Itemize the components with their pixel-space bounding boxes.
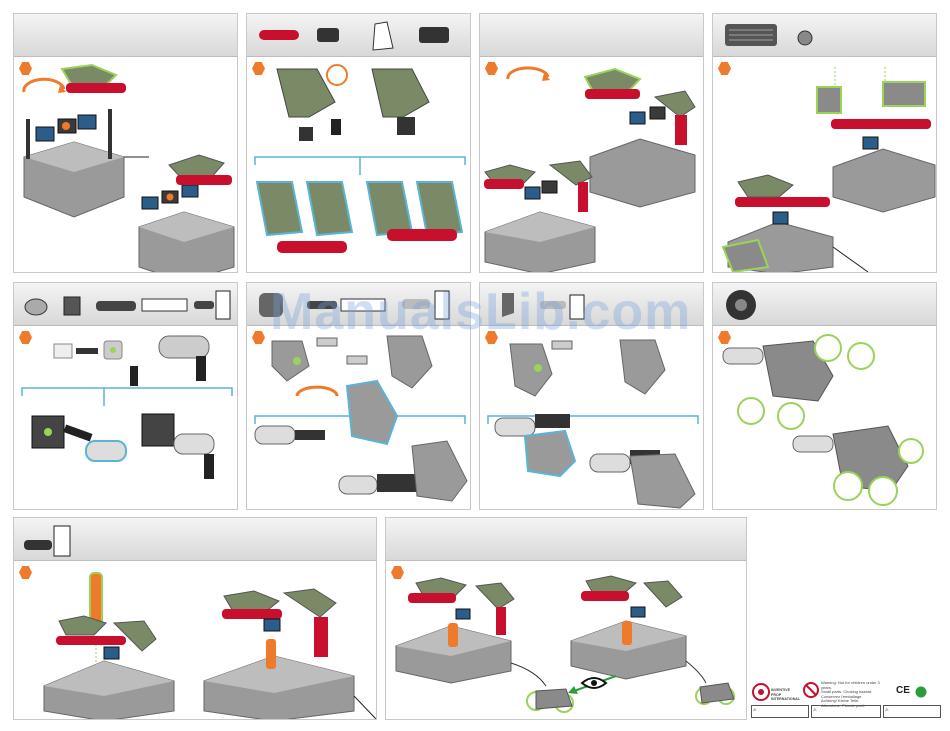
pin-part-icon (24, 540, 52, 550)
red-beam-part-icon (259, 30, 299, 40)
age-warning-icon (803, 682, 819, 698)
step-illustration (386, 561, 746, 719)
parts-header (713, 283, 936, 326)
parts-header (247, 14, 470, 57)
parts-header (713, 14, 936, 57)
step-illustration (14, 326, 237, 509)
brand-logo-icon (751, 682, 771, 702)
parts-header (386, 518, 746, 561)
screw-part-icon (798, 31, 812, 45)
legal-block: INVENTIVE PROP INTERNATIONAL Warning: No… (751, 680, 941, 720)
parts-header (14, 14, 237, 57)
watermark-text: ManualsLib.com (270, 282, 691, 342)
parts-header (14, 518, 376, 561)
parts-header (14, 283, 237, 326)
block-part-icon (419, 27, 449, 43)
step-illustration (14, 561, 376, 719)
step-panel-4 (712, 13, 937, 273)
parts-header (480, 14, 703, 57)
rotate-arrow-icon (297, 387, 337, 396)
step-illustration (247, 57, 470, 272)
panel-part-icon (373, 22, 393, 50)
recycle-icon (915, 686, 927, 698)
step-illustration (247, 326, 470, 509)
quantity-bracket-icon (216, 291, 230, 319)
info-box-2: ⚠ (811, 705, 881, 718)
rotate-arrow-icon (24, 79, 64, 92)
step-panel-10 (385, 517, 747, 720)
step-panel-9 (13, 517, 377, 720)
step-panel-5 (13, 282, 238, 510)
ce-mark: CE (896, 685, 910, 696)
info-box-1: ⚠ (751, 705, 809, 718)
step-panel-3 (479, 13, 704, 273)
cube-part-icon (64, 297, 80, 315)
link-part-icon (25, 299, 47, 315)
ruler-icon (142, 299, 187, 311)
step-illustration (713, 326, 936, 509)
step-panel-2 (246, 13, 471, 273)
info-box-3: ⚠ (883, 705, 941, 718)
quantity-bracket-icon (54, 526, 70, 556)
assembly-diagram (14, 57, 238, 273)
step-panel-1 (13, 13, 238, 273)
connector-part-icon (317, 28, 339, 42)
step-illustration (713, 57, 936, 272)
step-panel-8 (712, 282, 937, 510)
rotate-arrow-icon (508, 68, 548, 79)
crescent-icon (929, 686, 941, 698)
step-illustration (480, 326, 703, 509)
detail-callout-icon (327, 65, 347, 85)
axle-part-icon (96, 301, 136, 311)
step-illustration (14, 57, 237, 272)
brand-name: INVENTIVE PROP INTERNATIONAL (771, 688, 801, 702)
step-illustration (480, 57, 703, 272)
